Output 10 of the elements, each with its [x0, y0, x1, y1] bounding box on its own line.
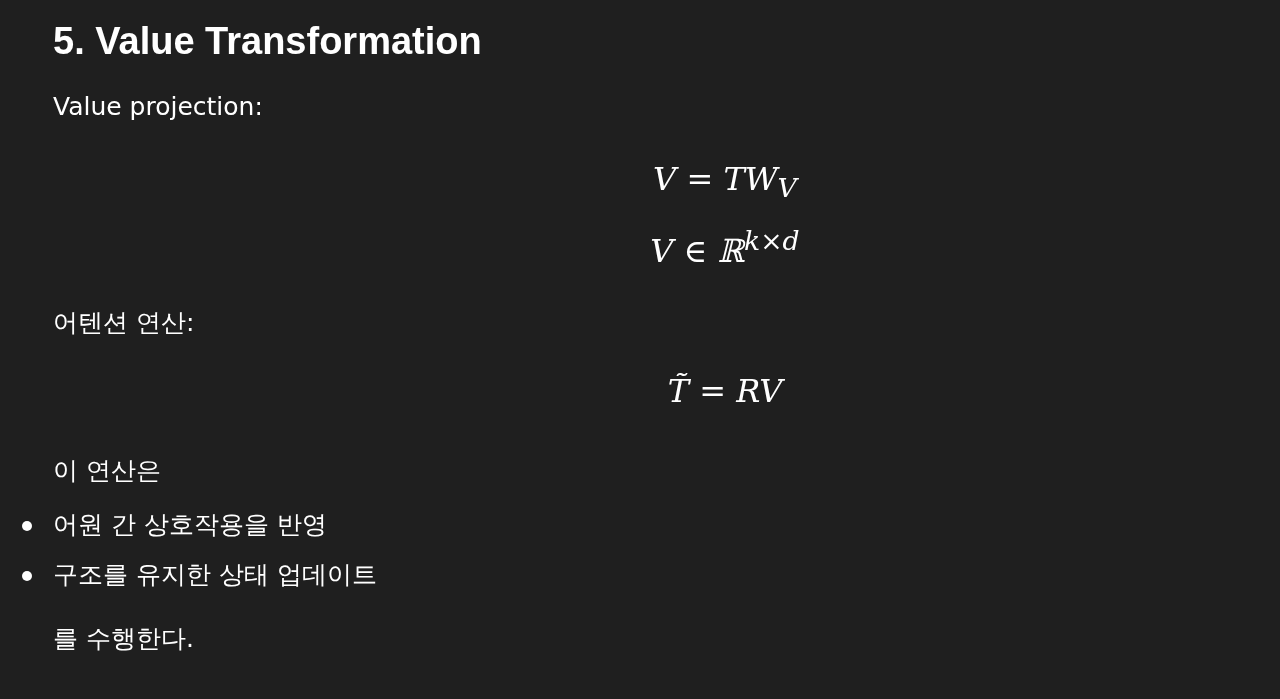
- math-formula: V = TW$_{V}$: [653, 160, 797, 204]
- bullet-text: 구조를 유지한 상태 업데이트: [53, 559, 377, 591]
- bullet-text: 어원 간 상호작용을 반영: [53, 509, 327, 541]
- paragraph-text: Value projection:: [53, 92, 263, 121]
- paragraph-text: 이 연산은: [53, 455, 161, 487]
- math-formula: T̃ = RV: [667, 372, 783, 410]
- paragraph-text: 를 수행한다.: [53, 623, 194, 655]
- paragraph-text: 어텐션 연산:: [53, 307, 195, 339]
- page-title: 5. Value Transformation: [53, 20, 482, 63]
- math-formula: V ∈ ℝ$^{k×d}$: [650, 225, 800, 270]
